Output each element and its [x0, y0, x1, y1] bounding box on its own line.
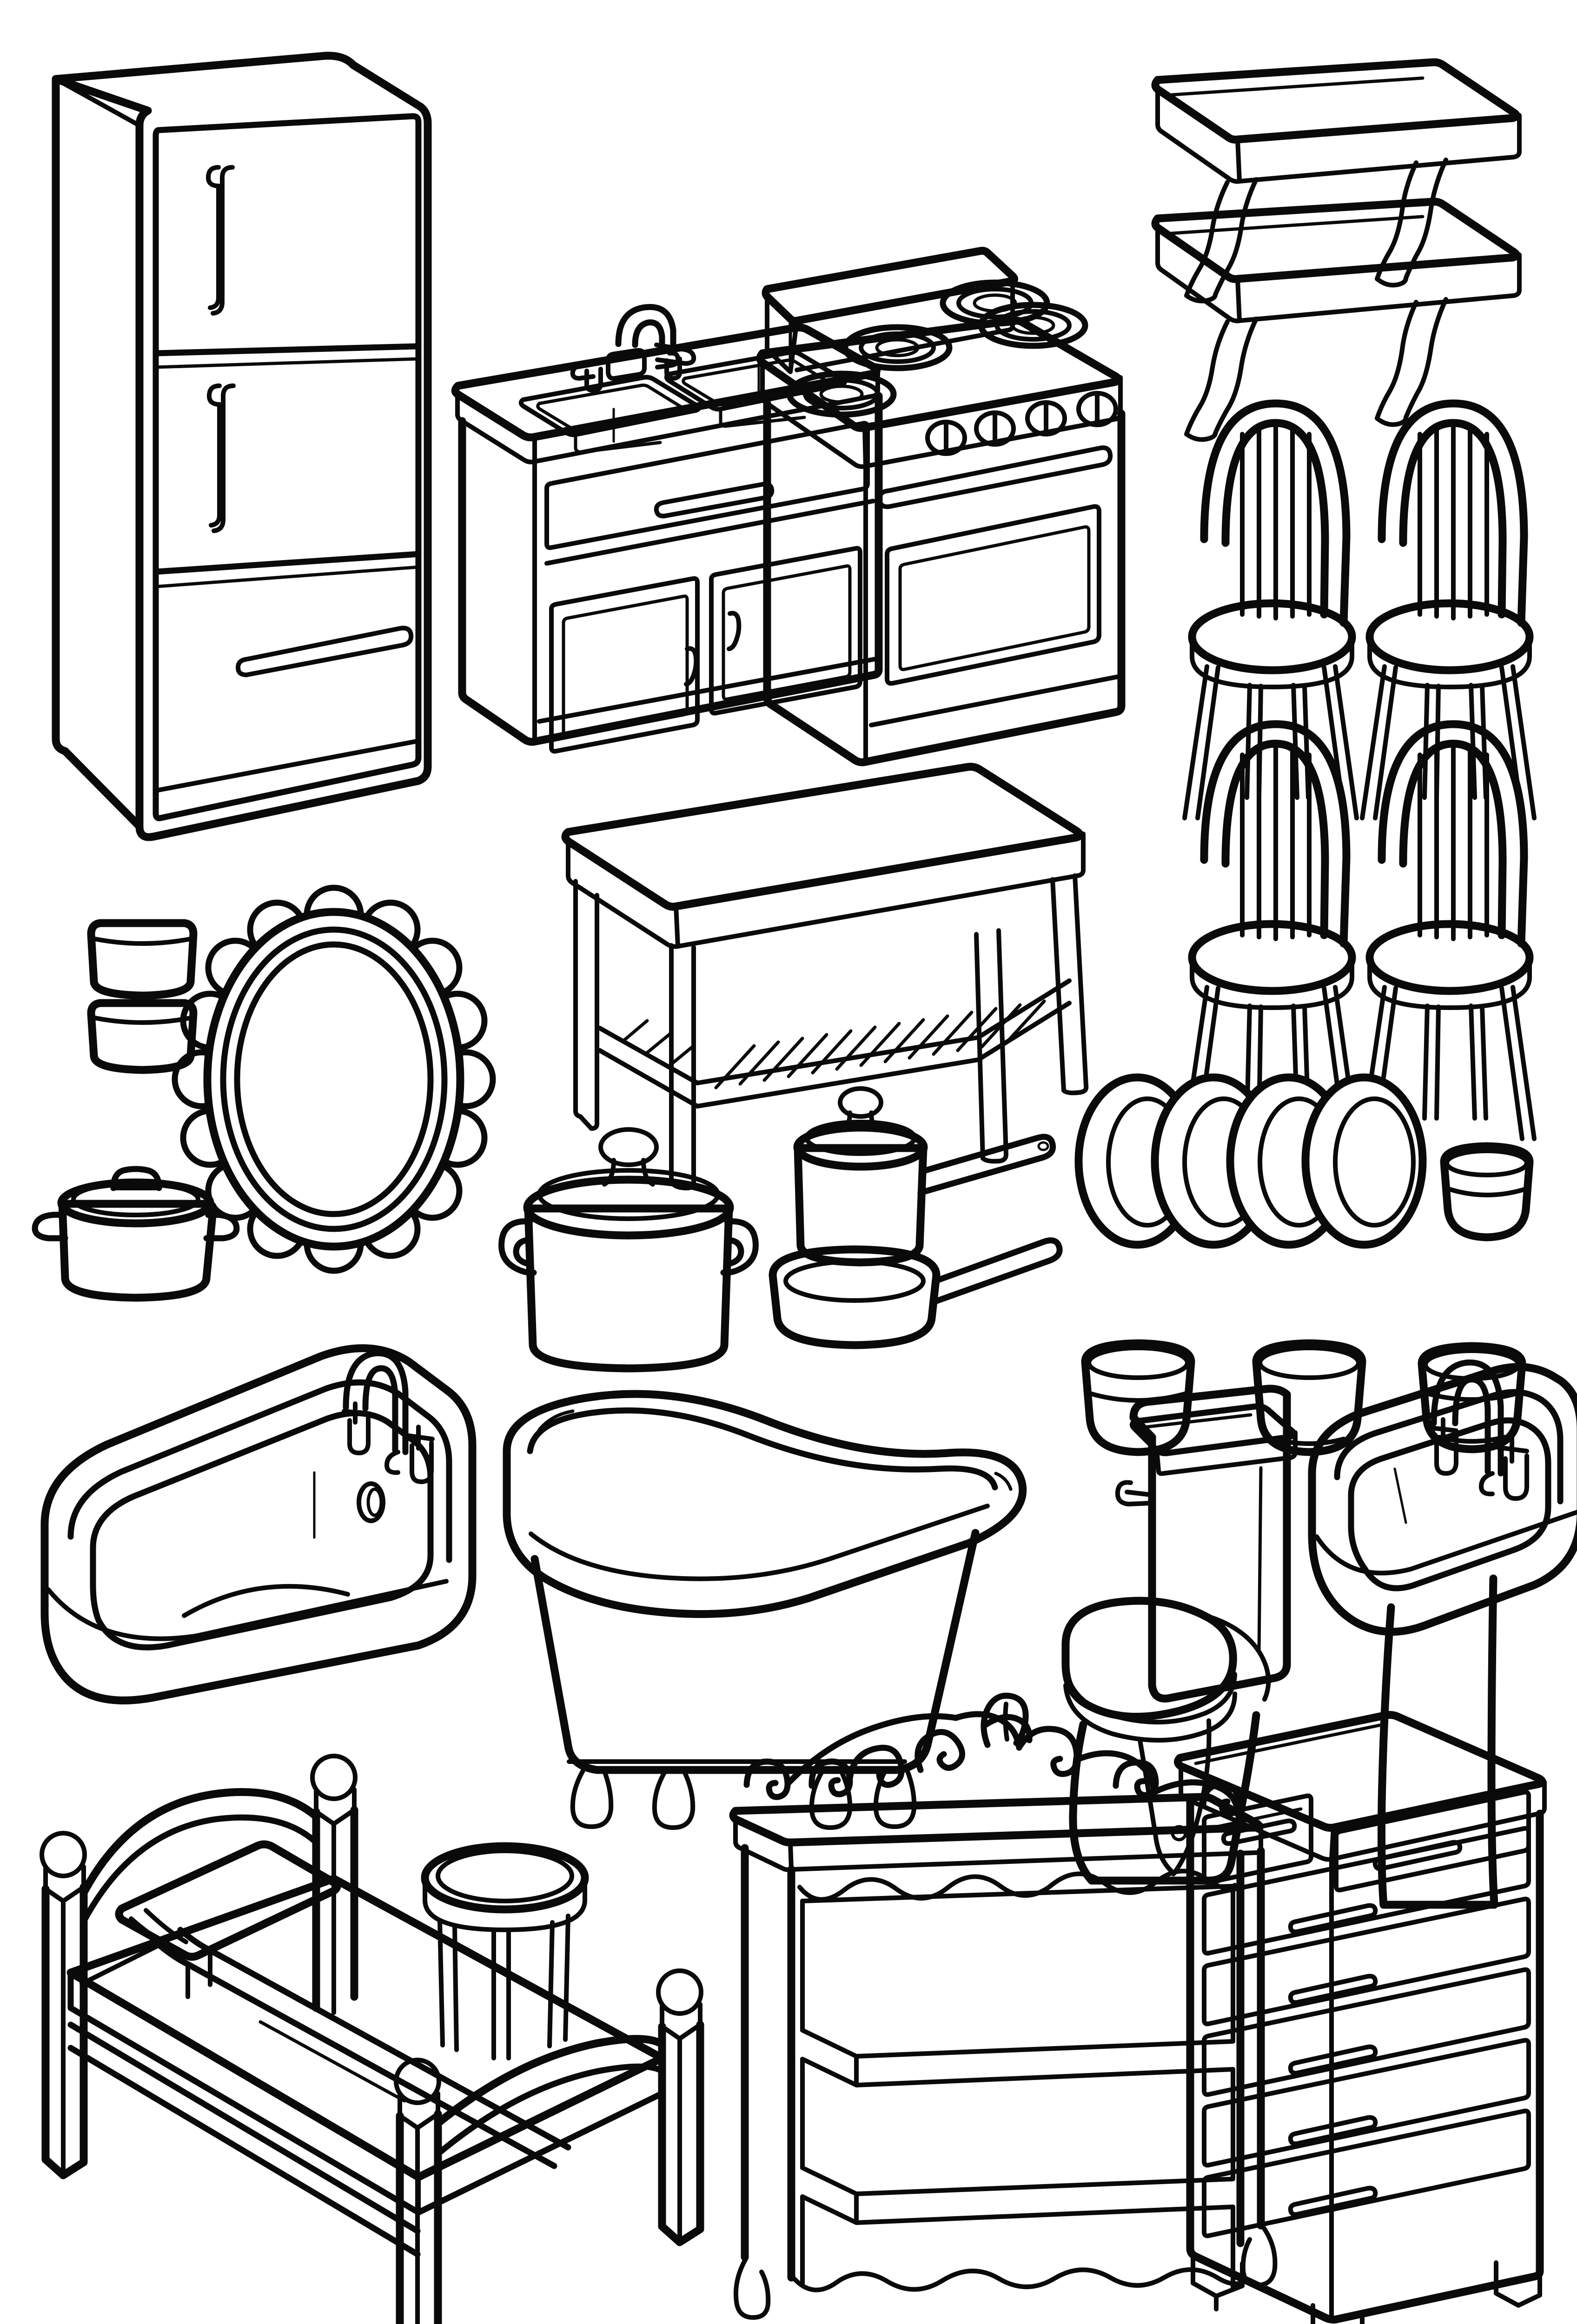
- wall-shelf: [1151, 198, 1522, 442]
- corner-bathtub: [40, 1344, 477, 1704]
- bookshelf-scrollwork-crown: [743, 1692, 1242, 1817]
- toilet: [1061, 1385, 1298, 1885]
- dining-chair: [1182, 720, 1359, 1141]
- casserole-pot: [32, 1166, 240, 1302]
- coffee-table: [561, 763, 1089, 1190]
- clawfoot-bathtub: [503, 1390, 1027, 1830]
- dresser-drawer: [1202, 1967, 1531, 2097]
- dresser-drawer: [1202, 1896, 1531, 2027]
- stove-oven: [756, 247, 1126, 766]
- stove-knob: [1025, 400, 1067, 436]
- burner-front-right: [978, 302, 1088, 349]
- stove-knob: [1076, 391, 1118, 427]
- round-side-table: [421, 1842, 589, 2060]
- oval-mirror: [172, 885, 496, 1274]
- dresser: [1174, 1711, 1547, 2324]
- bowl: [1440, 1142, 1534, 1241]
- canister: [87, 919, 198, 1000]
- kitchen-sink-cabinet: [451, 304, 883, 754]
- burner-back-left: [842, 324, 953, 371]
- dining-chair: [1360, 720, 1537, 1141]
- frying-pan: [769, 1237, 1063, 1349]
- stock-pot: [498, 1127, 759, 1373]
- burner-front-left: [786, 370, 897, 418]
- dinner-plate: [1301, 1073, 1427, 1249]
- stove-knob: [925, 420, 967, 456]
- bed: [40, 1754, 704, 2324]
- dining-chair: [1182, 399, 1359, 820]
- bookshelf: [729, 1692, 1278, 2320]
- canister: [87, 999, 198, 1074]
- refrigerator: [52, 52, 432, 841]
- stove-knob: [974, 410, 1016, 447]
- dresser-drawer: [1202, 1826, 1531, 1956]
- dresser-drawer: [1202, 2108, 1531, 2238]
- bowl: [1252, 1339, 1366, 1456]
- dresser-drawer: [1202, 2038, 1531, 2168]
